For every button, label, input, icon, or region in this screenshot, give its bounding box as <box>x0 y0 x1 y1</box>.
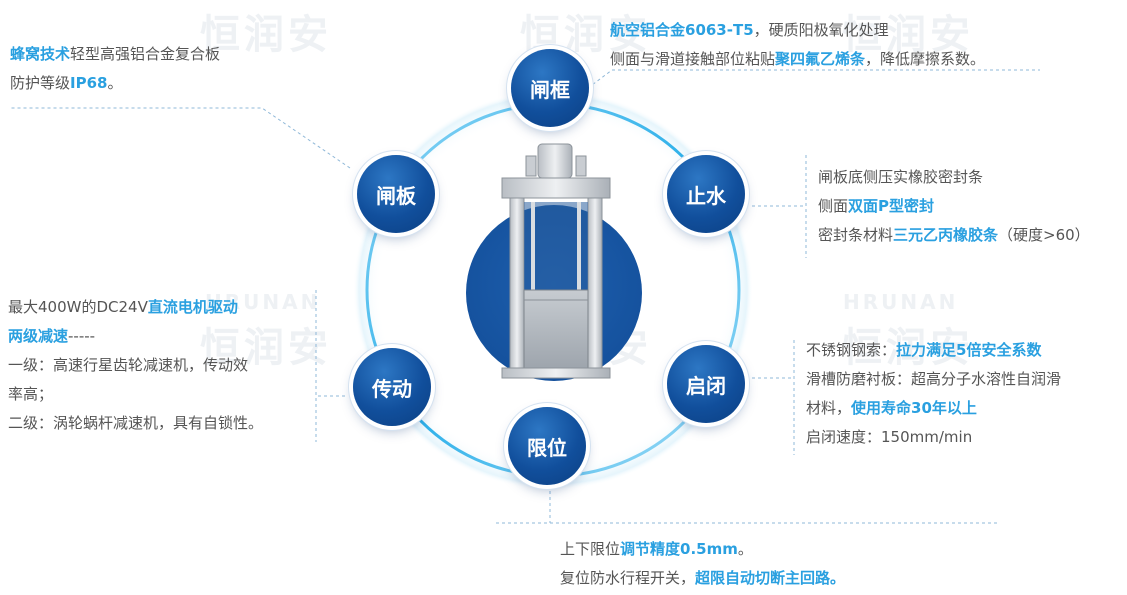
limit-line-1: 上下限位调节精度0.5mm。 <box>560 540 753 558</box>
seal-line-3: 密封条材料三元乙丙橡胶条（硬度>60） <box>818 226 1090 244</box>
node-seal: 止水 <box>667 155 745 233</box>
frame-line-1: 航空铝合金6063-T5，硬质阳极氧化处理 <box>610 21 889 39</box>
seal-description: 闸板底侧压实橡胶密封条 侧面双面P型密封 密封条材料三元乙丙橡胶条（硬度>60） <box>818 163 1090 250</box>
watermark-cn: 恒润安 <box>842 325 974 371</box>
hoist-line-2: 滑槽防磨衬板：超高分子水溶性自润滑 <box>806 370 1062 388</box>
watermark-cn: 恒润安 <box>200 325 332 371</box>
watermark-en: HRUNAN <box>205 290 321 314</box>
watermark-cn: 恒润安 <box>200 12 332 58</box>
hoist-line-4: 启闭速度：150mm/min <box>806 428 973 446</box>
node-frame: 闸框 <box>511 49 589 127</box>
hoist-line-3: 材料，使用寿命30年以上 <box>806 399 977 417</box>
hoist-line-1: 不锈钢钢索：拉力满足5倍安全系数 <box>806 341 1042 359</box>
drive-line-5: 二级：涡轮蜗杆减速机，具有自锁性。 <box>8 414 264 432</box>
drive-line-3: 一级：高速行星齿轮减速机，传动效 <box>8 356 249 374</box>
frame-line-2: 侧面与滑道接触部位粘贴聚四氟乙烯条，降低摩擦系数。 <box>610 50 986 68</box>
plate-connector <box>10 107 351 169</box>
drive-line-4: 率高； <box>8 385 54 403</box>
drive-line-1: 最大400W的DC24V直流电机驱动 <box>8 298 238 316</box>
drive-line-2: 两级减速----- <box>8 327 96 345</box>
hoist-description: 不锈钢钢索：拉力满足5倍安全系数 滑槽防磨衬板：超高分子水溶性自润滑 材料，使用… <box>806 336 1061 452</box>
plate-line-2: 防护等级IP68。 <box>10 74 123 92</box>
watermark-cn: 恒润安 <box>842 12 974 58</box>
sluice-gate-product-image <box>501 143 611 379</box>
node-plate: 闸板 <box>357 155 435 233</box>
limit-line-2: 复位防水行程开关，超限自动切断主回路。 <box>560 569 846 587</box>
frame-description: 航空铝合金6063-T5，硬质阳极氧化处理 侧面与滑道接触部位粘贴聚四氟乙烯条，… <box>610 16 985 74</box>
frame-connector <box>587 69 1040 89</box>
seal-line-2: 侧面双面P型密封 <box>818 197 935 215</box>
limit-description: 上下限位调节精度0.5mm。 复位防水行程开关，超限自动切断主回路。 <box>560 535 845 593</box>
drive-description: 最大400W的DC24V直流电机驱动 两级减速----- 一级：高速行星齿轮减速… <box>8 293 263 438</box>
plate-line-1: 蜂窝技术轻型高强铝合金复合板 <box>10 45 221 63</box>
watermark-en: HRUNAN <box>843 290 959 314</box>
seal-line-1: 闸板底侧压实橡胶密封条 <box>818 168 984 186</box>
node-hoist: 启闭 <box>667 345 745 423</box>
plate-description: 蜂窝技术轻型高强铝合金复合板 防护等级IP68。 <box>10 40 220 98</box>
node-limit: 限位 <box>508 407 586 485</box>
node-drive: 传动 <box>353 348 431 426</box>
